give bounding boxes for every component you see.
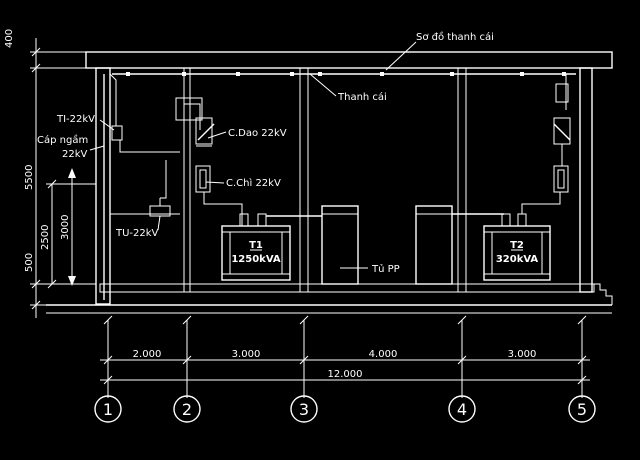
axis-1-label: 1	[103, 400, 113, 419]
axis-bubbles	[94, 395, 596, 423]
cable-label-line1: Cáp ngầm	[37, 134, 88, 146]
t2-rating: 320kVA	[496, 254, 539, 265]
axis-4-label: 4	[457, 400, 467, 419]
span-4-5: 3.000	[508, 349, 537, 360]
span-total: 12.000	[328, 369, 363, 380]
leader-lines	[89, 41, 417, 269]
distribution-panel-left	[321, 205, 359, 285]
busbar-label: Thanh cái	[337, 91, 387, 103]
dim-500: 500	[24, 253, 35, 272]
knife-switch-right	[553, 74, 571, 145]
fuse-left	[195, 165, 243, 226]
ti-label: TI-22kV	[56, 114, 95, 125]
t1-name: T1	[249, 240, 263, 251]
t2-name: T2	[510, 240, 524, 251]
transformer-t1	[221, 213, 322, 281]
dim-5500: 5500	[24, 165, 35, 190]
panel-label: Tủ PP	[371, 263, 400, 275]
axis-2-label: 2	[182, 400, 192, 419]
span-1-2: 2.000	[133, 349, 162, 360]
tu-unit	[149, 160, 171, 217]
horizontal-dimension-lines	[100, 315, 590, 398]
cable-label-line2: 22kV	[62, 149, 88, 160]
span-3-4: 4.000	[369, 349, 398, 360]
dim-400: 400	[4, 29, 15, 48]
axis-5-label: 5	[577, 400, 587, 419]
dim-2500: 2500	[40, 225, 51, 250]
fuse-right	[553, 144, 569, 193]
busbar-diagram-label: Sơ đồ thanh cái	[416, 31, 494, 43]
dim-3000: 3000	[60, 215, 71, 240]
busbar	[112, 72, 576, 76]
knife-switch-left	[195, 117, 215, 147]
transformer-t2	[483, 192, 561, 281]
vertical-dimension-lines	[30, 38, 96, 318]
axis-3-label: 3	[299, 400, 309, 419]
fuse-label: C.Chì 22kV	[226, 177, 281, 189]
tu-label: TU-22kV	[115, 228, 159, 239]
span-2-3: 3.000	[232, 349, 261, 360]
building-frame	[46, 51, 613, 314]
incoming-cable	[103, 73, 203, 300]
knife-switch-label: C.Dao 22kV	[228, 128, 287, 139]
t1-rating: 1250kVA	[231, 254, 281, 265]
distribution-panel-right	[415, 205, 504, 285]
